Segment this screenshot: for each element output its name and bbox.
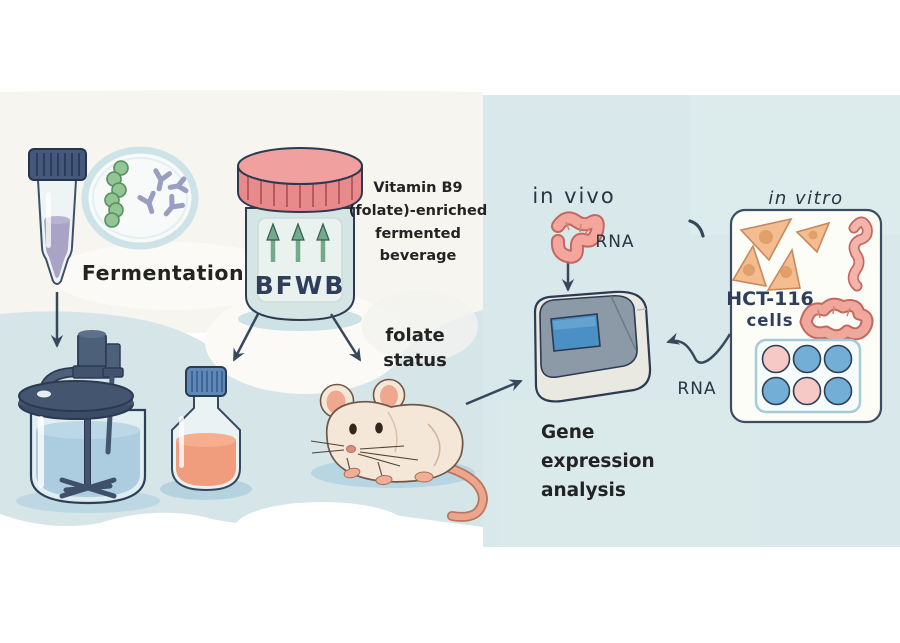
stirrer-motor — [77, 333, 107, 369]
cap-ribs — [36, 153, 80, 176]
pcr-machine — [533, 290, 652, 403]
wash-texture — [500, 400, 760, 547]
hind-paw — [414, 471, 434, 483]
port-collar — [102, 367, 124, 378]
falcon-tube — [28, 148, 87, 285]
cells-label: cells — [746, 311, 793, 330]
lid-top — [237, 147, 363, 185]
folate-line-1: folate — [385, 325, 444, 346]
panel-crease — [610, 295, 637, 351]
well-pink — [792, 376, 822, 406]
dish-inner-ring — [92, 157, 188, 239]
glass-highlight — [38, 416, 44, 488]
whiskers — [310, 440, 419, 467]
in-vitro-label: in vitro — [768, 188, 843, 209]
bottle-cap — [185, 366, 227, 397]
hct116-label: HCT-116 — [726, 288, 814, 310]
beverage-line-3: fermented — [375, 226, 461, 242]
rna-label-vivo: RNA — [595, 232, 634, 252]
brush-tick-mark — [688, 219, 705, 238]
left-eye — [349, 423, 357, 435]
motor-top — [78, 330, 106, 338]
liquid-surface — [176, 433, 236, 447]
front-leg — [377, 461, 383, 477]
white-cloud — [362, 290, 478, 362]
jar-acronym-label: BFWB — [255, 271, 346, 300]
cocci-chain-icon — [104, 160, 129, 228]
curved-arrow-vitro-to-machine — [666, 332, 732, 364]
glass-highlight — [46, 192, 51, 248]
arrow-mouse-to-machine — [465, 379, 523, 406]
in-vitro-panel: in vitro HCT-116 cells — [726, 188, 883, 424]
beverage-line-2: (folate)-enriched — [349, 203, 487, 219]
bfwb-jar: BFWB — [237, 147, 363, 331]
mouse-tail — [424, 458, 487, 521]
front-leg — [346, 457, 351, 471]
intestine-icon-vivo — [550, 211, 605, 264]
screen-glare — [553, 316, 596, 330]
front-paw — [343, 467, 361, 479]
increase-arrows-icon — [266, 222, 330, 262]
hct116-cells-icon — [731, 217, 831, 291]
beverage-line-4: beverage — [380, 248, 457, 264]
rna-label-vitro: RNA — [677, 379, 716, 399]
media-bottle — [160, 366, 252, 500]
petri-dish — [81, 146, 199, 250]
cheek-shading — [387, 411, 398, 453]
villus-squiggle-icon — [847, 216, 873, 292]
branched-bacteria-icon — [137, 168, 189, 217]
edge-line — [636, 308, 647, 311]
folate-status-label: folate status — [383, 325, 447, 371]
in-vivo-label: in vivo — [532, 184, 615, 208]
bioreactor — [16, 330, 160, 513]
right-eye — [375, 422, 383, 434]
mouse — [310, 378, 489, 522]
front-paw — [375, 474, 393, 486]
folate-line-2: status — [383, 350, 447, 371]
beverage-line-1: Vitamin B9 — [373, 180, 462, 196]
well-blue — [792, 344, 822, 374]
bottle-liquid — [176, 440, 236, 486]
well-plate — [754, 338, 862, 414]
nose — [346, 445, 356, 453]
well-blue — [823, 376, 853, 406]
arrow-jar-to-bottle — [232, 313, 260, 362]
white-cloud — [52, 242, 292, 310]
intestine-icon-vitro — [799, 297, 874, 343]
in-vivo-section: in vivo RNA — [532, 184, 634, 264]
gene-line-1: Gene — [541, 422, 594, 443]
gene-expression-label: Gene expression analysis — [541, 422, 655, 501]
cap-ribs — [191, 371, 223, 392]
well-blue — [823, 344, 853, 374]
impeller-blades — [59, 477, 117, 499]
fermentation-label: Fermentation — [82, 261, 244, 285]
glass-highlight — [179, 416, 184, 468]
lid-disc-top — [18, 380, 134, 412]
beverage-description: Vitamin B9 (folate)-enriched fermented b… — [349, 180, 487, 264]
well-blue — [761, 376, 791, 406]
lid-white-port — [37, 390, 51, 398]
gene-line-3: analysis — [541, 480, 626, 501]
right-ear-inner — [380, 385, 398, 407]
gene-line-2: expression — [541, 451, 655, 472]
white-cloud — [234, 502, 410, 556]
arrow-jar-to-mouse — [329, 313, 362, 362]
well-pink — [761, 344, 791, 374]
haunch-shading — [427, 423, 441, 467]
side-port — [105, 343, 121, 371]
